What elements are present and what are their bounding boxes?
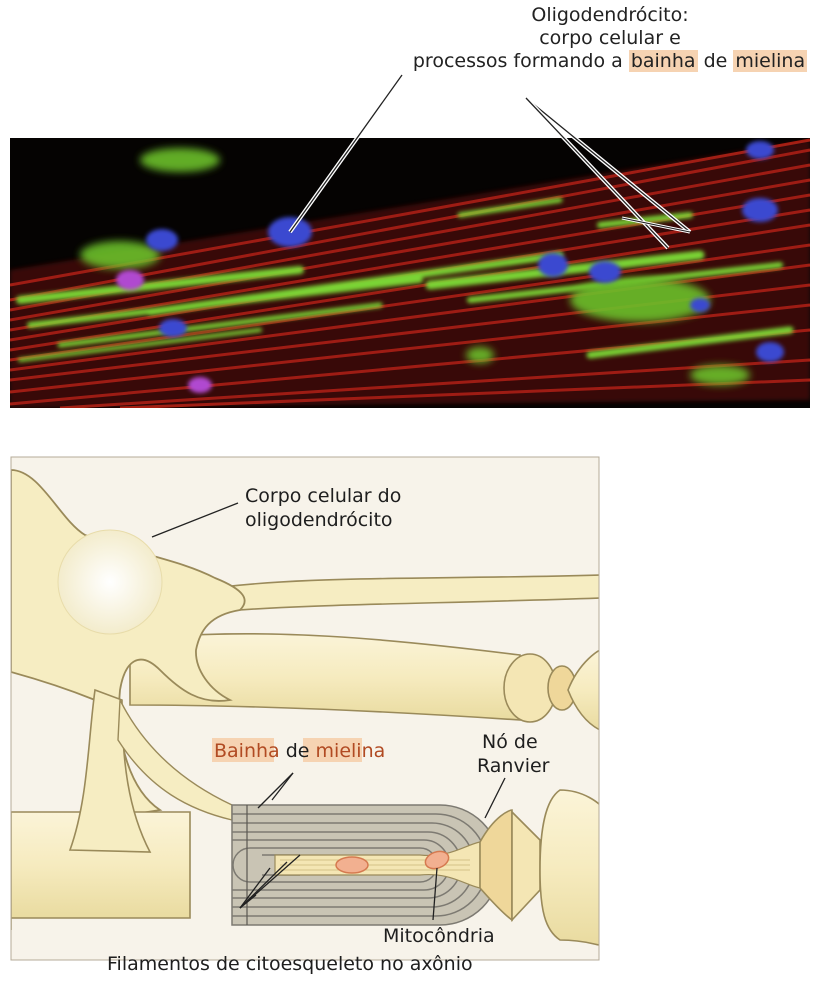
label-node-line1: Nó de <box>482 731 538 753</box>
fluorescence-micrograph <box>10 138 810 408</box>
label-cell-body-line2: oligodendrócito <box>245 509 393 531</box>
label-mitochondria: Mitocôndria <box>383 925 495 947</box>
label-myelin-sheath: Bainha de mielina <box>214 740 385 762</box>
label-mielina: mielina <box>316 740 386 762</box>
label-filaments: Filamentos de citoesqueleto no axônio <box>107 953 473 975</box>
oligodendrocyte-diagram: Corpo celular do oligodendrócito Bainha … <box>11 457 600 975</box>
next-myelin-segment <box>540 790 600 945</box>
label-node-line2: Ranvier <box>477 755 550 777</box>
label-cell-body-line1: Corpo celular do <box>245 485 401 507</box>
label-bainha: Bainha <box>214 740 280 762</box>
label-de: de <box>280 740 316 762</box>
nucleus <box>58 530 162 634</box>
